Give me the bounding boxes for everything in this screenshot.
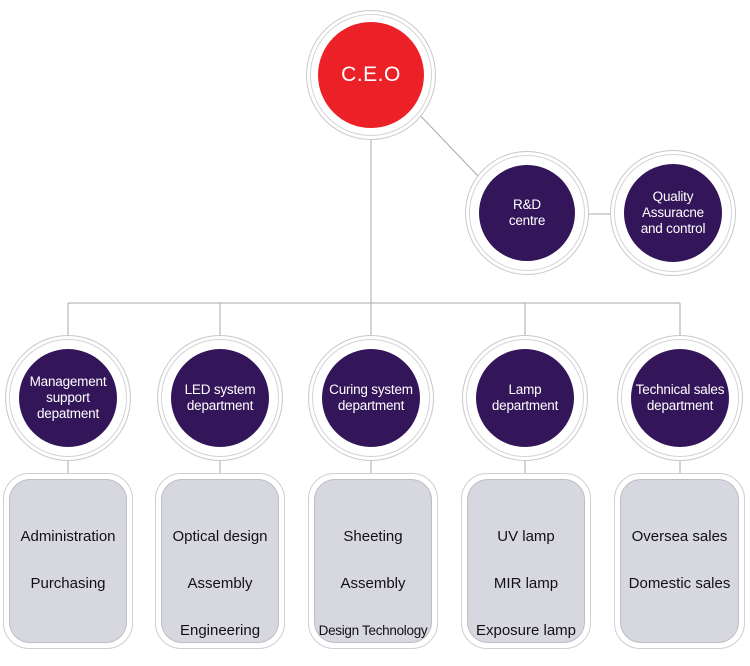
function-box-lamp: UV lamp MIR lamp Exposure lamp bbox=[461, 473, 591, 649]
department-circle: Technical sales department bbox=[631, 349, 729, 447]
quality-circle: Quality Assuracne and control bbox=[624, 164, 722, 262]
function-item: Engineering bbox=[179, 621, 261, 639]
department-label: Lamp department bbox=[491, 382, 559, 413]
ceo-node: C.E.O bbox=[306, 10, 436, 140]
function-box-management: Administration Purchasing bbox=[3, 473, 133, 649]
ceo-circle: C.E.O bbox=[318, 22, 424, 128]
function-box-technical: Oversea sales Domestic sales bbox=[614, 473, 745, 649]
department-label: LED system department bbox=[184, 382, 256, 413]
function-item: Exposure lamp bbox=[475, 621, 577, 639]
rd-centre-node: R&D centre bbox=[465, 151, 589, 275]
function-item: Purchasing bbox=[30, 574, 106, 592]
quality-node: Quality Assuracne and control bbox=[610, 150, 736, 276]
department-circle: Curing system department bbox=[322, 349, 420, 447]
rd-centre-label: R&D centre bbox=[508, 197, 546, 228]
function-item: Administration bbox=[20, 527, 116, 545]
function-item: UV lamp bbox=[497, 527, 555, 545]
department-node-curing: Curing system department bbox=[308, 335, 434, 461]
ceo-label: C.E.O bbox=[341, 63, 401, 86]
connector-lines bbox=[67, 109, 681, 473]
function-item: Sheeting bbox=[343, 527, 403, 545]
department-label: Technical sales department bbox=[635, 382, 725, 413]
department-node-lamp: Lamp department bbox=[462, 335, 588, 461]
function-item: Design Technology bbox=[318, 622, 428, 638]
function-item: Assembly bbox=[187, 574, 253, 592]
function-item: Optical design bbox=[172, 527, 268, 545]
org-chart: C.E.O R&D centre Quality Assuracne and c… bbox=[3, 10, 745, 649]
department-node-management: Management support depatment bbox=[5, 335, 131, 461]
function-item: Domestic sales bbox=[628, 574, 731, 592]
function-item: Assembly bbox=[340, 574, 406, 592]
function-box-curing: Sheeting Assembly Design Technology bbox=[308, 473, 438, 649]
quality-label: Quality Assuracne and control bbox=[640, 189, 706, 236]
department-node-led: LED system department bbox=[157, 335, 283, 461]
function-box-led: Optical design Assembly Engineering bbox=[155, 473, 285, 649]
function-item: MIR lamp bbox=[493, 574, 559, 592]
department-circle: Management support depatment bbox=[19, 349, 117, 447]
department-circle: Lamp department bbox=[476, 349, 574, 447]
ceo-to-rd-line bbox=[414, 109, 479, 177]
department-label: Curing system department bbox=[329, 382, 413, 413]
department-label: Management support depatment bbox=[29, 374, 107, 421]
department-circle: LED system department bbox=[171, 349, 269, 447]
function-item: Oversea sales bbox=[631, 527, 728, 545]
rd-centre-circle: R&D centre bbox=[479, 165, 575, 261]
department-node-technical: Technical sales department bbox=[617, 335, 743, 461]
